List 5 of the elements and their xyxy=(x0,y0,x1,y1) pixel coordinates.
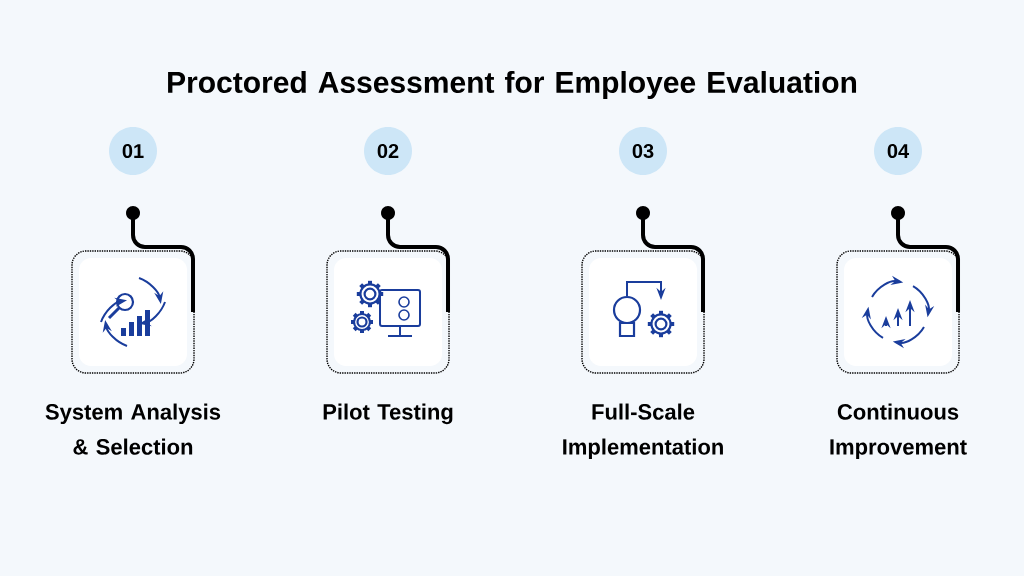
step-label: Continuous Improvement xyxy=(830,403,967,460)
step-label: System Analysis & Selection xyxy=(45,403,221,455)
title: Proctored Assessment for Employee Evaluation xyxy=(168,71,857,99)
step-label: Full-Scale Implementation xyxy=(563,403,723,460)
step-label: Pilot Testing xyxy=(323,403,453,425)
